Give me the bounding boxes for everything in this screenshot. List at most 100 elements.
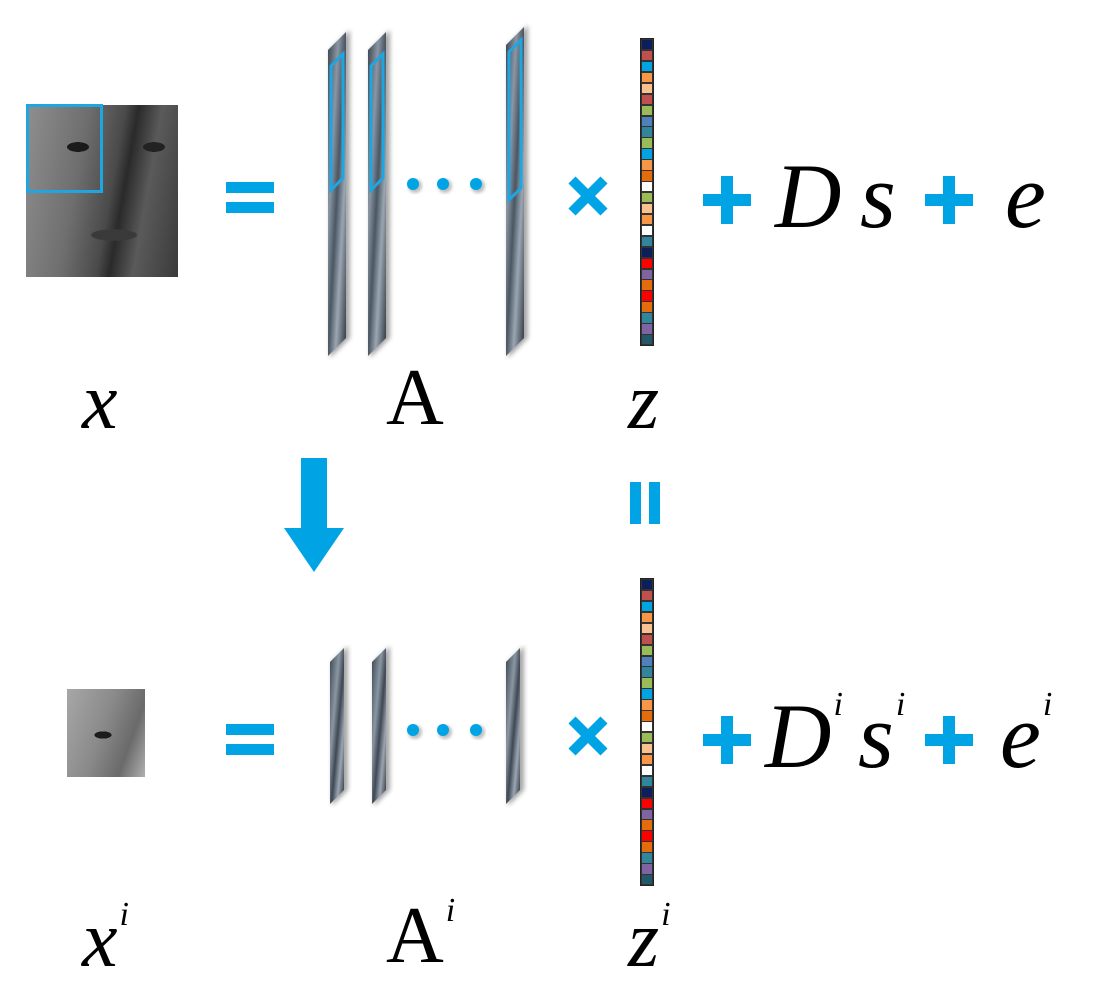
vector-cell <box>641 257 653 269</box>
symbol-e-i-base: e <box>1000 685 1041 787</box>
dictionary-a-slabs <box>328 25 528 358</box>
vector-cell <box>641 688 653 700</box>
symbol-d-i-superscript: i <box>833 686 843 723</box>
symbol-s-i-superscript: i <box>895 686 906 723</box>
vector-cell <box>641 579 653 591</box>
plus-icon <box>925 176 973 224</box>
vector-cell <box>641 334 653 346</box>
vector-cell <box>641 181 653 193</box>
label-z-i-superscript: i <box>661 896 671 933</box>
vector-cell <box>641 786 653 799</box>
vector-cell <box>641 82 653 95</box>
vector-cell <box>641 611 653 624</box>
label-x-i: xi <box>82 898 129 981</box>
coefficient-vector-z <box>640 38 654 346</box>
vector-cell <box>641 677 653 689</box>
vector-cell <box>641 622 653 635</box>
vector-cell <box>641 655 653 667</box>
vector-cell <box>641 742 653 755</box>
vector-cell <box>641 49 653 62</box>
plus-icon <box>703 716 751 764</box>
symbol-d: D <box>775 145 842 247</box>
label-a-i: Ai <box>386 894 455 977</box>
vector-cell <box>641 39 653 51</box>
vector-cell <box>641 323 653 335</box>
face-patch-image <box>67 689 145 777</box>
plus-icon <box>703 176 751 224</box>
vector-cell <box>641 213 653 226</box>
symbol-d-i: Di <box>765 688 843 783</box>
vector-cell <box>641 721 653 733</box>
vector-cell <box>641 753 653 766</box>
ellipsis-icon <box>407 178 485 193</box>
sub-dictionary-a-slabs <box>330 646 524 806</box>
label-a-i-superscript: i <box>445 892 456 929</box>
vector-cell <box>641 841 653 853</box>
vector-cell <box>641 863 653 875</box>
coefficient-vector-z-i <box>640 578 654 886</box>
parallel-equals-icon <box>630 482 660 524</box>
vector-cell <box>641 830 653 842</box>
vector-cell <box>641 268 653 280</box>
symbol-s: s <box>860 145 896 247</box>
label-a: A <box>386 354 444 442</box>
label-x: x <box>82 358 118 446</box>
vector-cell <box>641 589 653 602</box>
atom-slab-n <box>506 25 528 358</box>
equals-icon <box>226 724 274 756</box>
vector-cell <box>641 644 653 656</box>
vector-cell <box>641 235 653 248</box>
vector-cell <box>641 633 653 646</box>
crop-region-box <box>26 104 103 193</box>
atom-patch-n <box>506 646 524 806</box>
vector-cell <box>641 852 653 864</box>
vector-cell <box>641 148 653 160</box>
vector-cell <box>641 93 653 106</box>
symbol-s-i-base: s <box>858 685 894 787</box>
symbol-d-i-base: D <box>765 685 832 787</box>
vector-cell <box>641 170 653 182</box>
vector-cell <box>641 159 653 171</box>
label-z-i: zi <box>628 898 671 981</box>
vector-cell <box>641 104 653 116</box>
vector-cell <box>641 797 653 809</box>
vector-cell <box>641 819 653 831</box>
vector-cell <box>641 764 653 777</box>
vector-cell <box>641 312 653 324</box>
label-z: z <box>628 358 660 446</box>
vector-cell <box>641 874 653 886</box>
vector-cell <box>641 710 653 722</box>
times-icon <box>568 716 608 756</box>
atom-patch-2 <box>372 646 390 806</box>
symbol-e-i: ei <box>1000 688 1052 783</box>
label-x-i-superscript: i <box>119 896 129 933</box>
vector-cell <box>641 279 653 291</box>
vector-cell <box>641 71 653 84</box>
vector-cell <box>641 126 653 138</box>
equals-icon <box>226 182 274 214</box>
symbol-e-i-superscript: i <box>1042 686 1053 723</box>
vector-cell <box>641 115 653 127</box>
vector-cell <box>641 301 653 313</box>
plus-icon <box>925 716 973 764</box>
vector-cell <box>641 137 653 149</box>
times-icon <box>568 176 608 216</box>
vector-cell <box>641 775 653 788</box>
vector-cell <box>641 290 653 302</box>
symbol-e: e <box>1005 145 1046 247</box>
vector-cell <box>641 666 653 678</box>
vector-cell <box>641 246 653 259</box>
vector-cell <box>641 202 653 215</box>
vector-cell <box>641 192 653 204</box>
atom-slab-2 <box>368 30 390 358</box>
vector-cell <box>641 600 653 613</box>
atom-slab-1 <box>328 30 350 358</box>
atom-patch-1 <box>330 646 348 806</box>
arrow-down-icon <box>284 458 344 572</box>
vector-cell <box>641 60 653 73</box>
label-z-i-base: z <box>628 896 660 984</box>
label-x-i-base: x <box>82 896 118 984</box>
ellipsis-icon <box>407 724 485 739</box>
symbol-s-i: si <box>858 688 905 783</box>
vector-cell <box>641 699 653 711</box>
